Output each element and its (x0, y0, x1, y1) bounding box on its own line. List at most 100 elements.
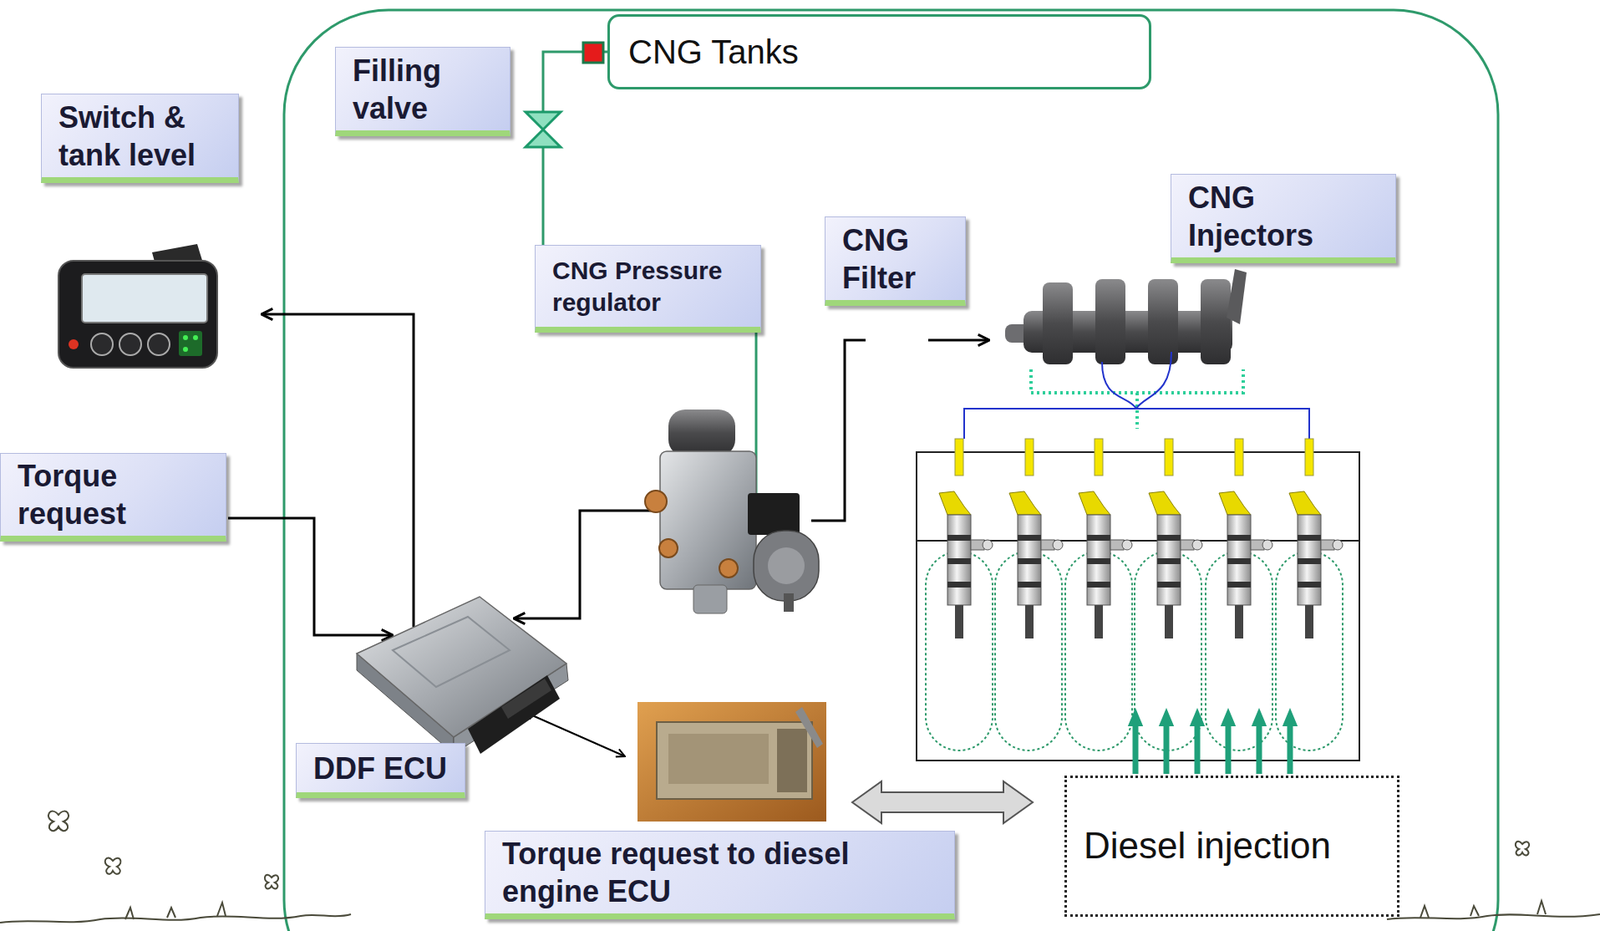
display-unit (178, 330, 203, 356)
diesel-injector (1157, 581, 1181, 588)
pressure-regulator-picture (767, 547, 805, 585)
diesel-flow-arrows (1135, 716, 1291, 774)
diesel-injector (1227, 581, 1251, 588)
wires (928, 339, 990, 342)
signal-label: Torque request (0, 452, 227, 542)
diesel-flow-arrows (1225, 716, 1232, 774)
grass-decoration (105, 857, 122, 874)
diesel-injector (1164, 438, 1174, 476)
display-unit (182, 346, 188, 352)
data-link (524, 711, 625, 757)
grass-decoration (1386, 914, 1600, 920)
pressure-regulator-picture (693, 584, 727, 614)
tank-fitting (583, 42, 604, 63)
display-unit (58, 243, 218, 368)
ddf-ecu-picture (467, 675, 560, 754)
diesel-injector (1297, 514, 1321, 605)
diesel-flow-arrows (1194, 716, 1201, 774)
label-text: Diesel injection (1083, 823, 1381, 869)
label-text: CNG Filter (842, 221, 949, 297)
diesel-injector (947, 514, 971, 605)
diesel-injector (947, 558, 971, 564)
pressure-regulator-picture (668, 409, 736, 457)
label-text: Switch & tank level (58, 98, 222, 174)
display-unit (147, 333, 170, 356)
diesel-injector (1262, 539, 1273, 550)
filling-valve-symbol (525, 111, 561, 148)
process-box: Diesel injection (1064, 775, 1400, 917)
diesel-flow-arrows (1287, 716, 1294, 774)
diesel-injector (947, 581, 971, 588)
diesel-ecu-photo (777, 728, 808, 793)
diesel-injector (1078, 438, 1133, 639)
label-text: CNG Injectors (1188, 178, 1379, 254)
label-text: DDF ECU (313, 749, 448, 788)
diesel-injector (1227, 534, 1251, 541)
diesel-flow-arrows (1132, 716, 1139, 774)
diesel-injector (1219, 491, 1251, 515)
filling-valve-symbol (525, 129, 561, 148)
diesel-injector (1305, 604, 1314, 639)
diesel-injector (1017, 534, 1042, 541)
part-label: CNG Filter (824, 216, 966, 306)
diesel-ecu-photo (795, 706, 823, 748)
ddf-ecu-picture (392, 616, 510, 687)
pressure-regulator-picture (645, 490, 667, 513)
display-unit (91, 333, 113, 356)
label-text: Torque request to diesel engine ECU (502, 834, 938, 910)
distribution-bracket (1135, 392, 1139, 429)
pressure-regulator-picture (783, 593, 794, 612)
diesel-injector (1227, 558, 1251, 564)
diesel-injector (1164, 604, 1174, 639)
diesel-injector (1078, 491, 1111, 515)
diesel-injector (1297, 581, 1321, 588)
diesel-injector (939, 438, 993, 639)
diesel-injector (1157, 534, 1181, 541)
diesel-injector (1289, 491, 1321, 515)
filling-valve-symbol (525, 111, 561, 130)
part-label: Switch & tank level (40, 93, 239, 183)
diesel-injector (1052, 539, 1063, 550)
ddf-ecu-picture (356, 596, 567, 737)
diesel-injector (1094, 604, 1103, 639)
gas-hose (964, 351, 1310, 439)
display-unit (58, 260, 218, 368)
grass-decoration (125, 902, 226, 920)
diesel-injector (1227, 514, 1251, 605)
diesel-injector (939, 491, 971, 515)
diesel-injector (1009, 491, 1042, 515)
diesel-ecu-photo (637, 701, 827, 822)
grass-decoration (264, 874, 279, 889)
diesel-injector (1297, 558, 1321, 564)
injector-rail-picture (1147, 279, 1179, 365)
diesel-injector (1289, 438, 1343, 639)
diesel-injector (1086, 558, 1111, 564)
diesel-injector (1297, 534, 1321, 541)
diesel-injector (1305, 438, 1314, 476)
part-label: CNG Pressure regulator (534, 244, 762, 333)
label-text: Filling valve (352, 51, 493, 127)
ddf-ecu-picture (356, 596, 569, 754)
display-unit (193, 335, 199, 341)
display-unit (68, 339, 79, 350)
diesel-injector (947, 534, 971, 541)
injector-rail-picture (1200, 279, 1231, 365)
diesel-injector (982, 539, 993, 550)
distribution-bracket (1031, 369, 1244, 429)
grass-decoration (1515, 841, 1529, 856)
diesel-flow-arrows (1163, 716, 1170, 774)
part-label: Filling valve (335, 46, 511, 137)
pressure-regulator-picture (747, 492, 800, 535)
signal-label: Torque request to diesel engine ECU (484, 830, 955, 920)
diesel-ecu-photo (637, 701, 827, 822)
wires (228, 314, 990, 635)
wires (261, 314, 414, 627)
diesel-injectors (939, 438, 1343, 639)
display-unit (119, 333, 142, 356)
diesel-injector (1192, 539, 1203, 550)
diesel-injector (1219, 438, 1273, 639)
diesel-injector (1234, 438, 1244, 476)
diesel-injector (1017, 581, 1042, 588)
diesel-injector (1094, 438, 1103, 476)
